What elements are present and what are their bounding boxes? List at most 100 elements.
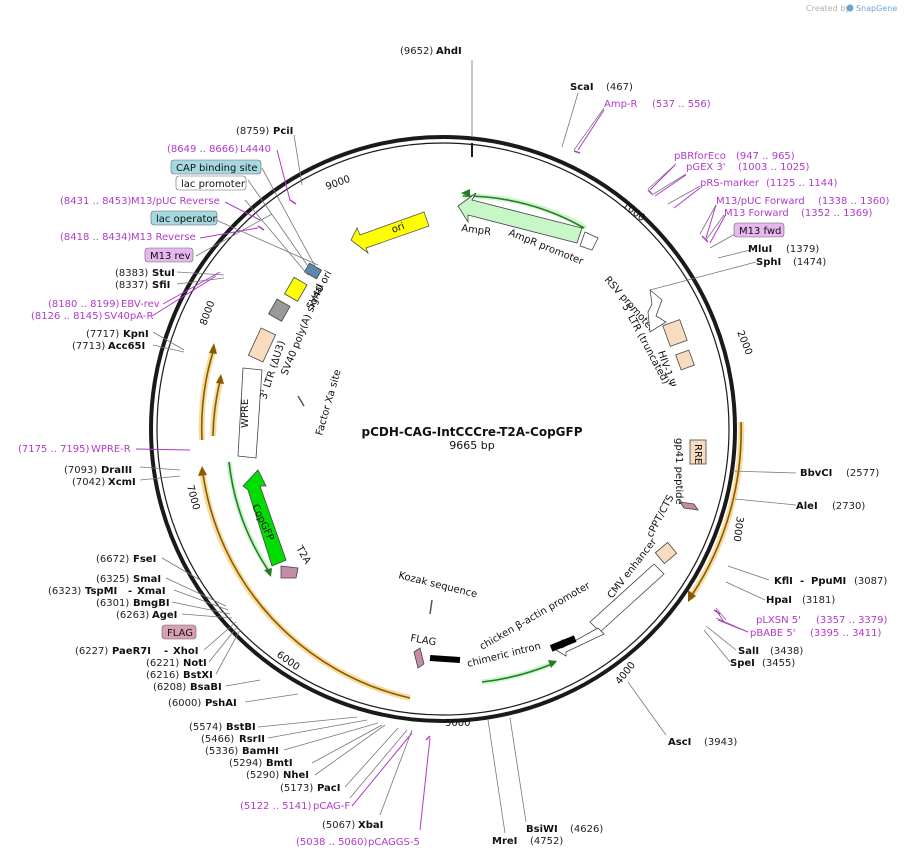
site-agei-num: (6263) [116,610,149,621]
primer-pbrforeco: pBRforEco [674,151,726,162]
site-xmai-dash: - [128,586,132,597]
cmv-enhancer-feature[interactable] [589,563,665,633]
site-pshai-num: (6000) [168,698,201,709]
site-fsei: FseI [133,554,156,565]
t2a-feature[interactable] [280,565,299,579]
site-ppumi-dash: - [800,576,804,587]
backbone-circle [149,135,737,723]
m13-rev-box [144,247,194,263]
site-bstbi: BstBI [226,722,256,733]
cppt-feature[interactable] [654,541,678,565]
primer-ebv-rev: EBV-rev [121,299,160,310]
intron-block [429,654,461,664]
site-scai-num: (467) [606,82,633,93]
site-sali: SalI [738,646,759,657]
site-pshai: PshAI [205,698,237,709]
site-xbai: XbaI [358,820,383,831]
m13-rev-label: M13 rev [150,251,191,262]
tick-1000: 1000 [620,200,647,224]
flag-feature[interactable] [413,647,425,669]
leader-lines [139,60,797,834]
primer-ebv-rev-range: (8180 .. 8199) [48,299,120,310]
site-fsei-num: (6672) [96,554,129,565]
label-gp41: gp41 peptide [673,438,684,505]
site-tspmi: TspMI [85,586,117,597]
site-pcii: PciI [273,126,293,137]
site-stui-num: (8383) [115,268,148,279]
primer-pbabe5: pBABE 5' [750,628,796,639]
hiv-psi-feature[interactable] [675,349,695,371]
copgfp-feature[interactable] [242,469,287,567]
orf-right-arrowhead-icon [688,590,696,602]
cre-glow [199,469,411,701]
site-sphi-num: (1474) [793,257,826,268]
orf-right-line [691,421,742,596]
site-spei-num: (3455) [762,658,795,669]
3ltr-feature[interactable] [247,327,277,363]
ampr-promoter-feature[interactable] [579,231,599,251]
label-rre: RRE [692,444,703,464]
site-paci-num: (5173) [280,783,313,794]
site-xhoi-dash: - [164,646,168,657]
ampr-arrowhead-icon [461,189,470,197]
site-draiii-num: (7093) [64,465,97,476]
cre-arrowhead-icon [198,466,207,476]
tick-9000: 9000 [324,174,352,193]
sv40-polya-feature[interactable] [268,298,291,322]
label-sv40-ori: SV40 ori [305,269,334,311]
site-mlui-num: (1379) [786,244,819,255]
site-stui: StuI [152,268,175,279]
site-xmai: XmaI [137,586,166,597]
sv40-ori-feature[interactable] [284,276,308,302]
site-hpai-num: (3181) [802,595,835,606]
primer-m13-fwd-range: (1352 .. 1369) [801,208,873,219]
label-kozak: Kozak sequence [397,570,478,600]
flag-box [161,624,197,640]
site-bsiwi-num: (4626) [570,824,603,835]
site-mlui: MluI [748,244,772,255]
rsv-promoter-feature[interactable] [647,289,667,333]
site-sfii: SfiI [152,280,170,291]
gp41-feature[interactable] [679,501,699,511]
label-cppt: cPPT/CTS [645,493,677,539]
site-draiii: DraIII [101,465,132,476]
site-bamhi: BamHI [242,746,279,757]
ampr-feature[interactable] [457,192,583,244]
site-noti: NotI [183,658,207,669]
site-bstbi-num: (5574) [189,722,222,733]
site-bmti-num: (5294) [229,758,262,769]
site-mrei-num: (4752) [530,836,563,847]
m13-fwd-label: M13 fwd [739,226,781,237]
primer-m13-puc-fwd-range: (1338 .. 1360) [818,196,890,207]
copgfp-line [228,461,269,571]
site-noti-num: (6221) [146,658,179,669]
lac-operator-box [150,210,218,226]
primer-pbabe5-range: (3395 .. 3411) [810,628,882,639]
label-factor-xa: Factor Xa site [314,368,343,436]
ori-feature[interactable] [350,211,430,255]
site-bbvci: BbvCI [800,468,832,479]
lac-promoter-label: lac promoter [181,179,246,190]
rre-feature[interactable] [689,439,707,465]
cap-binding-box [170,159,262,175]
site-sali-num: (3438) [770,646,803,657]
site-paci: PacI [317,783,340,794]
snapgene-logo-icon [846,4,854,12]
factor-xa-marker [297,395,305,407]
site-bstxi-num: (6216) [146,670,179,681]
site-bsabi: BsaBI [190,682,222,693]
primer-marks [257,150,721,741]
site-pcii-num: (8759) [236,126,269,137]
5ltr-feature[interactable] [662,319,688,347]
backbone-inner-circle [156,142,730,716]
primer-m13-rev-range: (8418 .. 8434) [60,232,132,243]
wpre-feature[interactable] [237,367,263,459]
primer-l4440: L4440 [240,144,271,155]
copgfp-arrowhead-icon [264,568,272,577]
site-kfli: KflI [774,576,793,587]
primer-pcaggs5-range: (5038 .. 5060) [296,837,368,848]
primer-m13-puc-rev: M13/pUC Reverse [131,196,220,207]
kozak-marker [429,599,433,615]
site-spei: SpeI [730,658,755,669]
site-bsiwi: BsiWI [526,824,558,835]
